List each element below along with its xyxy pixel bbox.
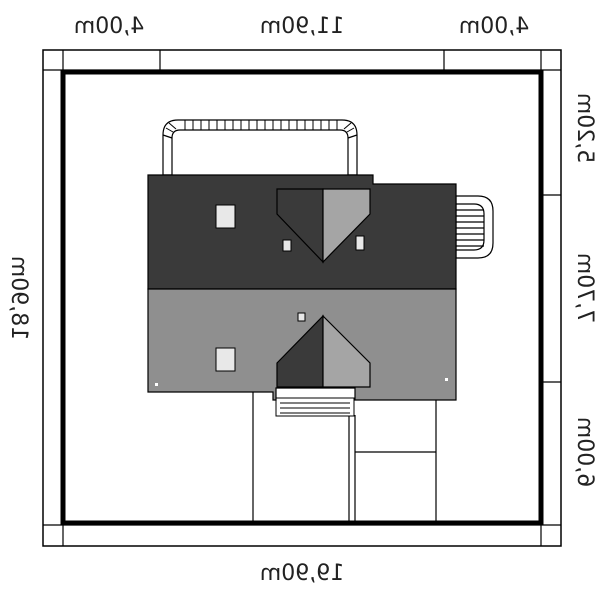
dimension-labels: 4,00m 11,90m 4,00m 19,90m 18,90m 5,20m 7… (6, 14, 597, 586)
pergola-right (455, 195, 494, 259)
dim-right-top: 5,20m (572, 93, 597, 163)
entrance-steps (275, 397, 355, 417)
outer-frame (42, 49, 562, 547)
skylights (215, 204, 365, 372)
pergola-top (162, 119, 358, 176)
dim-right-middle: 7,70m (572, 253, 597, 323)
dim-bottom: 19,90m (260, 561, 344, 586)
plot-boundary (60, 69, 544, 526)
driveway (252, 392, 437, 522)
dormer-north (276, 188, 371, 264)
dim-right-bottom: 6,00m (572, 417, 597, 487)
pergola-slats (165, 120, 355, 133)
dim-top-left: 4,00m (74, 14, 144, 39)
dim-top-center: 11,90m (260, 14, 344, 39)
chimney-dots (155, 378, 448, 386)
dim-top-right: 4,00m (459, 14, 529, 39)
dim-left: 18,90m (6, 256, 31, 340)
dormer-south (276, 314, 371, 388)
